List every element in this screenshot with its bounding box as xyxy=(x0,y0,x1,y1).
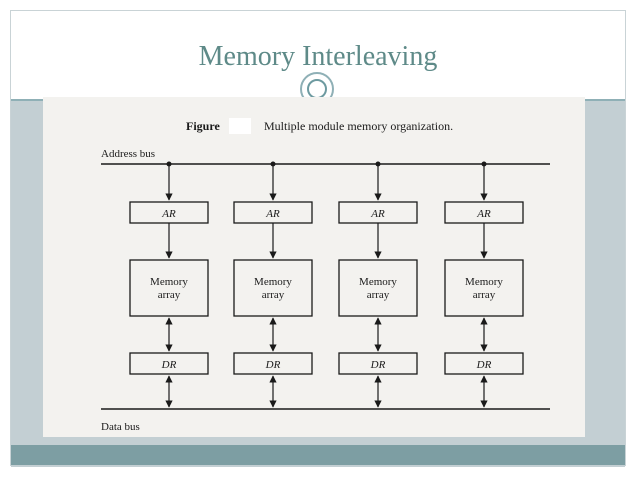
memory-module-4: AR Memory array DR xyxy=(444,161,524,408)
memory-array-label-line1: Memory xyxy=(150,276,188,288)
memory-module-3: AR Memory array DR xyxy=(338,161,418,408)
scanned-figure: Figure Multiple module memory organizati… xyxy=(43,97,585,437)
dr-register-box xyxy=(233,352,313,375)
address-bus-label: Address bus xyxy=(101,148,155,160)
memory-array-label-line2: array xyxy=(367,289,390,301)
dr-register-label: DR xyxy=(370,359,386,371)
slide-title: Memory Interleaving xyxy=(198,41,438,72)
memory-module-2: AR Memory array DR xyxy=(233,161,313,408)
footer-bar xyxy=(11,445,625,465)
circle-ornament-inner xyxy=(307,79,327,99)
data-bus-label: Data bus xyxy=(101,421,140,433)
dr-register-label: DR xyxy=(265,359,281,371)
memory-array-label-line1: Memory xyxy=(254,276,292,288)
dr-register-box xyxy=(338,352,418,375)
figure-caption-text: Multiple module memory organization. xyxy=(264,119,453,133)
ar-register-label: AR xyxy=(161,208,176,220)
ar-register-label: AR xyxy=(370,208,385,220)
memory-array-box xyxy=(129,259,209,317)
dr-register-box xyxy=(129,352,209,375)
ar-register-label: AR xyxy=(265,208,280,220)
memory-module-1: AR Memory array DR xyxy=(129,161,209,408)
memory-array-label-line1: Memory xyxy=(359,276,397,288)
dr-register-label: DR xyxy=(161,359,177,371)
memory-organization-diagram: Figure Multiple module memory organizati… xyxy=(101,118,550,433)
memory-array-box xyxy=(338,259,418,317)
memory-array-label-line1: Memory xyxy=(465,276,503,288)
ar-register-label: AR xyxy=(476,208,491,220)
dr-register-box xyxy=(444,352,524,375)
scan-smudge xyxy=(229,118,251,134)
memory-array-label-line2: array xyxy=(262,289,285,301)
memory-array-label-line2: array xyxy=(473,289,496,301)
memory-array-box xyxy=(444,259,524,317)
figure-caption-label: Figure xyxy=(186,119,220,133)
memory-array-label-line2: array xyxy=(158,289,181,301)
memory-array-box xyxy=(233,259,313,317)
dr-register-label: DR xyxy=(476,359,492,371)
